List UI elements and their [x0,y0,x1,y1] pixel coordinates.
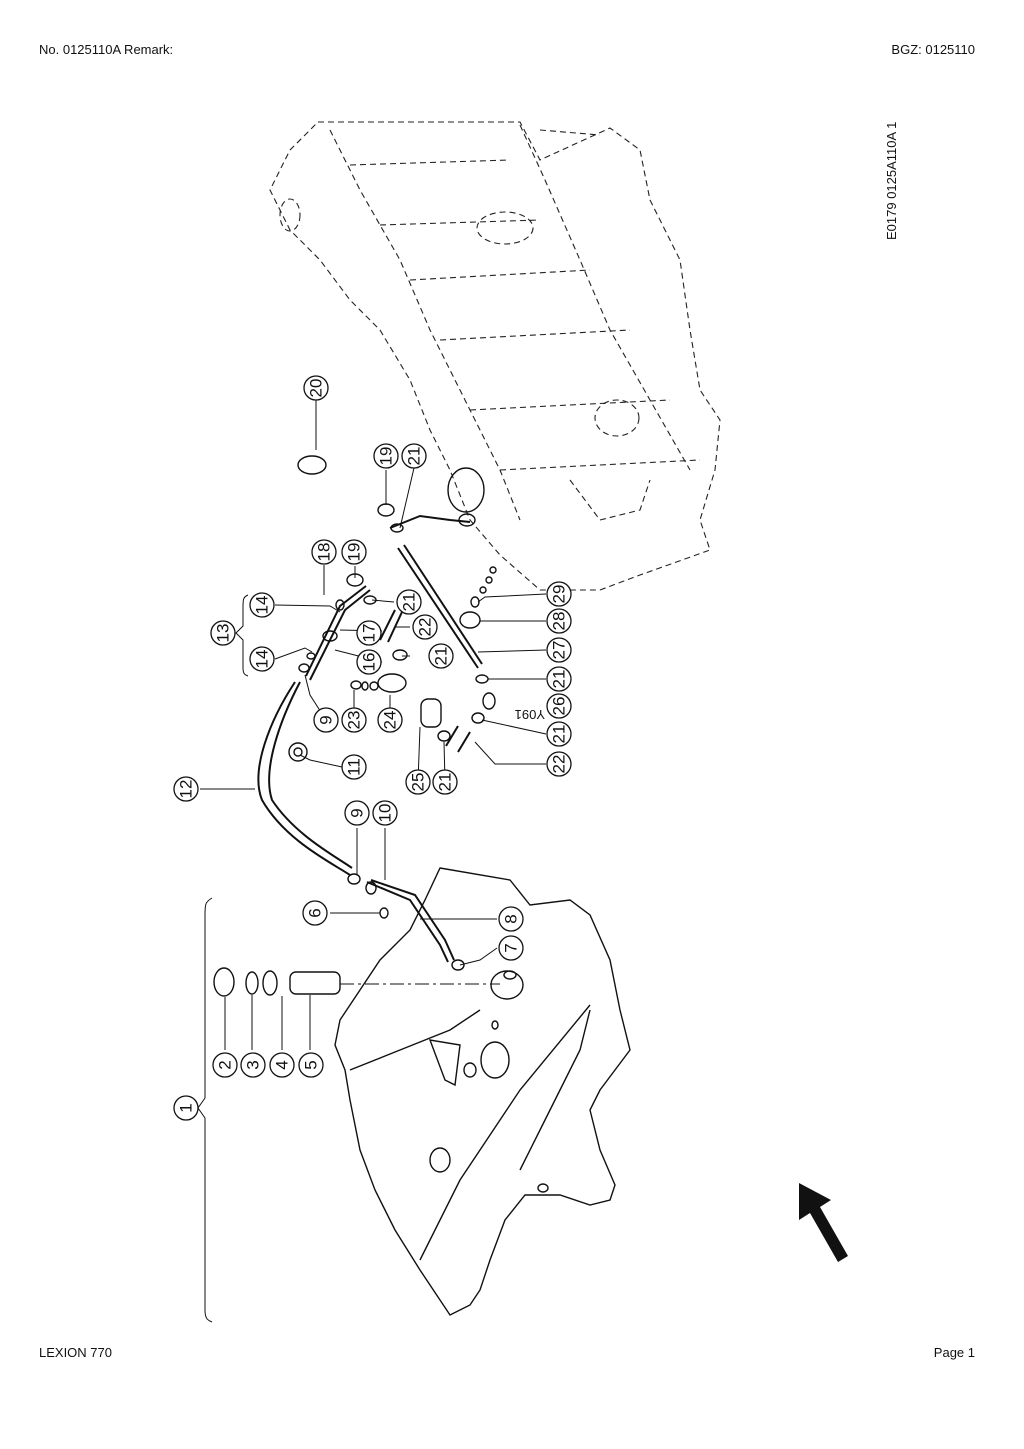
svg-text:4: 4 [273,1060,292,1069]
svg-text:28: 28 [550,612,569,631]
callout-19b: 19 [341,539,367,565]
engine-block-outline [269,121,721,591]
callout-17: 17 [356,620,382,646]
svg-text:20: 20 [307,379,326,398]
callout-27: 27 [546,637,572,663]
svg-text:21: 21 [550,725,569,744]
callout-29: 29 [546,581,572,607]
svg-text:17: 17 [360,624,379,643]
svg-text:9: 9 [348,808,367,817]
callout-3: 3 [240,1052,266,1078]
direction-arrow-icon [799,1183,848,1262]
callout-4: 4 [269,1052,295,1078]
svg-text:8: 8 [502,914,521,923]
callout-23: 23 [341,707,367,733]
svg-text:14: 14 [253,650,272,669]
leader-lines [200,400,547,1050]
svg-text:21: 21 [405,447,424,466]
callout-balloons: 1 2 3 4 5 6 7 8 9 9 10 11 12 13 14 14 16… [173,375,572,1121]
drawing-id-label: E0179 0125A110A 1 [884,122,899,240]
callout-2: 2 [212,1052,238,1078]
group-13-bracket [235,594,249,677]
svg-text:27: 27 [550,641,569,660]
callout-1: 1 [173,1095,199,1121]
callout-28: 28 [546,608,572,634]
page-number: Page 1 [933,1345,975,1360]
callout-21e: 21 [546,666,572,692]
callout-9b: 9 [313,707,339,733]
svg-text:22: 22 [416,618,435,637]
svg-text:21: 21 [432,647,451,666]
svg-text:11: 11 [345,758,364,776]
callout-14b: 14 [249,646,275,672]
callout-7: 7 [498,935,524,961]
callout-26: 26 [546,693,572,719]
callout-21b: 21 [396,589,422,615]
callout-19a: 19 [373,443,399,469]
svg-text:12: 12 [177,780,196,799]
svg-text:16: 16 [360,653,379,672]
callout-21d: 21 [432,769,458,795]
callout-13: 13 [210,620,236,646]
group-1-bracket [197,897,213,1323]
callout-24: 24 [377,707,403,733]
bgz-code: BGZ: 0125110 [891,42,975,57]
callout-21f: 21 [546,721,572,747]
callout-22b: 22 [546,751,572,777]
callout-21c: 21 [428,643,454,669]
svg-text:5: 5 [302,1060,321,1069]
svg-text:10: 10 [376,804,395,823]
callout-6: 6 [302,900,328,926]
svg-text:19: 19 [377,447,396,466]
svg-text:25: 25 [409,773,428,792]
svg-text:7: 7 [502,943,521,952]
callout-9a: 9 [344,800,370,826]
rotated-stamp: Y091 [515,707,545,722]
callout-10: 10 [372,800,398,826]
callout-21a: 21 [401,443,427,469]
callout-14a: 14 [249,592,275,618]
hoses [257,514,483,963]
svg-text:14: 14 [253,596,272,615]
filler-cap-parts [213,967,500,997]
svg-text:21: 21 [400,593,419,612]
svg-text:1: 1 [177,1103,196,1112]
document-number-remark: No. 0125110A Remark: [39,42,174,57]
callout-5: 5 [298,1052,324,1078]
callout-18: 18 [311,539,337,565]
callout-25: 25 [405,769,431,795]
svg-text:18: 18 [315,543,334,562]
svg-text:13: 13 [214,624,233,643]
svg-text:21: 21 [550,670,569,689]
svg-text:23: 23 [345,711,364,730]
svg-text:2: 2 [216,1060,235,1069]
svg-text:26: 26 [550,697,569,716]
callout-11: 11 [341,754,367,780]
svg-text:19: 19 [345,543,364,562]
callout-16: 16 [356,649,382,675]
callout-22a: 22 [412,614,438,640]
callout-12: 12 [173,776,199,802]
fuel-tank [334,867,631,1316]
svg-text:21: 21 [436,773,455,792]
callout-8: 8 [498,906,524,932]
svg-text:22: 22 [550,755,569,774]
callout-20: 20 [303,375,329,401]
svg-text:6: 6 [306,908,325,917]
svg-text:3: 3 [244,1060,263,1069]
svg-text:29: 29 [550,585,569,604]
svg-text:9: 9 [317,715,336,724]
machine-model: LEXION 770 [39,1345,112,1360]
svg-text:24: 24 [381,711,400,730]
